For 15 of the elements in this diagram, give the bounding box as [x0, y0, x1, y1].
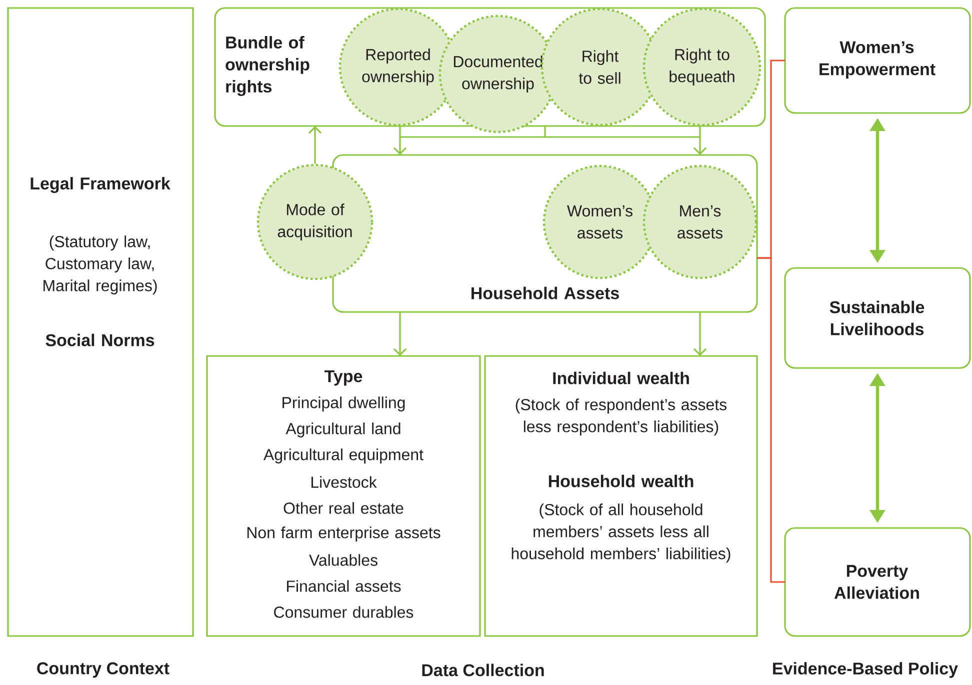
framework-box: Legal Framework (Statutory law, Customary law, Marital regimes) Social Norms: [7, 7, 194, 637]
column-heading: Data Collection: [422, 664, 544, 676]
rounded-box: Poverty Alleviation: [784, 527, 971, 637]
connector-line: [757, 257, 785, 583]
rounded-box: Women’s Empowerment: [784, 7, 971, 114]
column-heading: Country Context: [37, 662, 170, 678]
list-box: Type Principal dwelling Agricultural land Agricultural equipment Livestock Other real estate Non farm enterprise assets Valuables Financial assets Consumer durables: [206, 355, 481, 637]
arrow: [693, 126, 707, 155]
column-heading: Evidence-Based Policy: [773, 662, 958, 678]
arrow: [393, 126, 407, 155]
arrow: [693, 312, 707, 356]
arrow: [308, 126, 322, 164]
arrow: [393, 312, 407, 356]
rounded-box: Sustainable Livelihoods: [784, 267, 971, 369]
text-box: Individual wealth (Stock of respondent’s assets less respondent’s liabilities) Household wealth (Stock of all household members’ assets less all household members’ liabilities): [484, 355, 758, 637]
